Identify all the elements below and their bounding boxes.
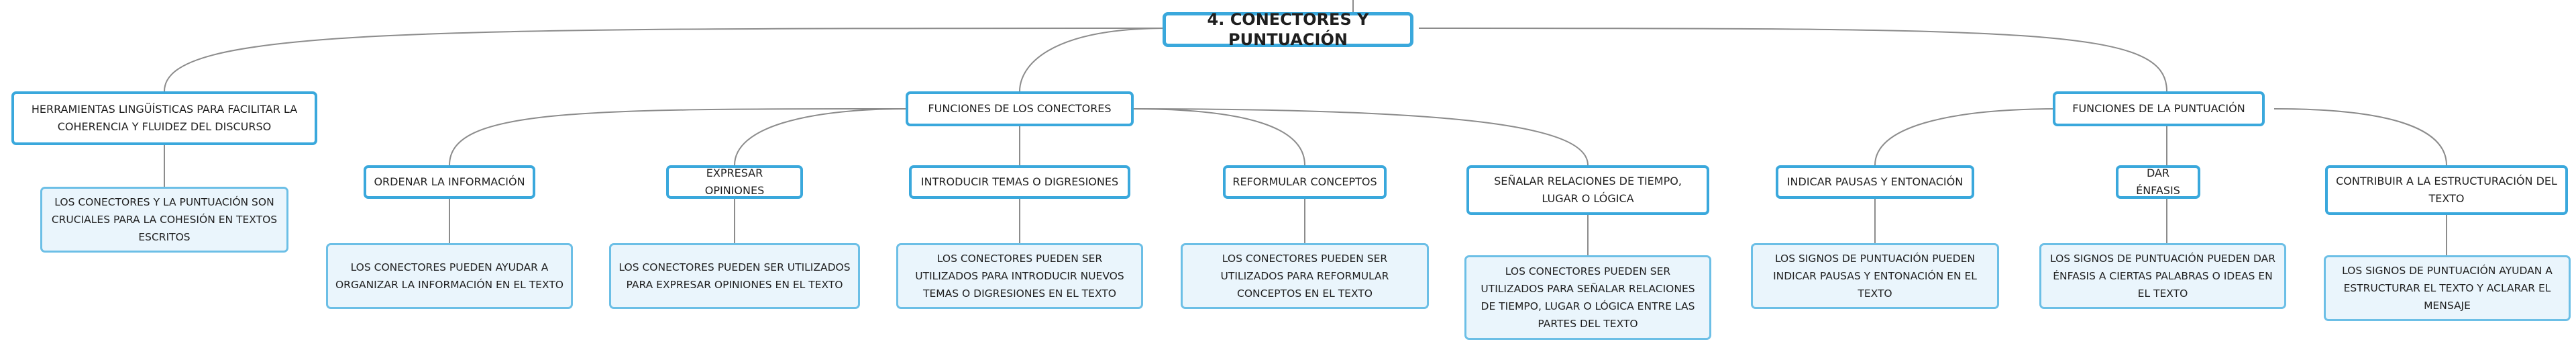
topic-dar-enfasis[interactable]: DAR ÉNFASIS — [2116, 165, 2200, 199]
detail-label: LOS CONECTORES PUEDEN SER UTILIZADOS PAR… — [619, 261, 851, 291]
connector — [1874, 108, 2060, 166]
branch-label: FUNCIONES DE LA PUNTUACIÓN — [2072, 102, 2245, 115]
detail-label: LOS SIGNOS DE PUNTUACIÓN AYUDAN A ESTRUC… — [2342, 265, 2553, 312]
connector — [1418, 28, 2167, 92]
connector — [164, 28, 1168, 92]
connector — [1130, 108, 1589, 166]
root-topic[interactable]: 4. CONECTORES Y PUNTUACIÓN — [1163, 10, 1413, 49]
topic-ordenar-informacion[interactable]: ORDENAR LA INFORMACIÓN — [364, 165, 535, 199]
detail-label: LOS SIGNOS DE PUNTUACIÓN PUEDEN DAR ÉNFA… — [2049, 253, 2275, 300]
topic-label: DAR ÉNFASIS — [2136, 167, 2180, 197]
detail-label: LOS CONECTORES PUEDEN SER UTILIZADOS PAR… — [915, 253, 1124, 300]
detail-dar-enfasis[interactable]: LOS SIGNOS DE PUNTUACIÓN PUEDEN DAR ÉNFA… — [2039, 243, 2286, 309]
detail-senalar-relaciones[interactable]: LOS CONECTORES PUEDEN SER UTILIZADOS PAR… — [1464, 255, 1711, 340]
branch-funciones-puntuacion[interactable]: FUNCIONES DE LA PUNTUACIÓN — [2053, 91, 2265, 126]
detail-herramientas[interactable]: LOS CONECTORES Y LA PUNTUACIÓN SON CRUCI… — [40, 187, 288, 253]
detail-contribuir-estructuracion[interactable]: LOS SIGNOS DE PUNTUACIÓN AYUDAN A ESTRUC… — [2324, 255, 2571, 321]
topic-label: REFORMULAR CONCEPTOS — [1232, 175, 1377, 188]
detail-introducir-temas[interactable]: LOS CONECTORES PUEDEN SER UTILIZADOS PAR… — [896, 243, 1143, 309]
branch-funciones-conectores[interactable]: FUNCIONES DE LOS CONECTORES — [906, 91, 1134, 126]
topic-indicar-pausas[interactable]: INDICAR PAUSAS Y ENTONACIÓN — [1776, 165, 1974, 199]
connector — [2273, 108, 2447, 166]
topic-label: CONTRIBUIR A LA ESTRUCTURACIÓN DEL TEXTO — [2336, 175, 2557, 205]
connector — [1019, 28, 1168, 92]
detail-reformular-conceptos[interactable]: LOS CONECTORES PUEDEN SER UTILIZADOS PAR… — [1181, 243, 1429, 309]
detail-expresar-opiniones[interactable]: LOS CONECTORES PUEDEN SER UTILIZADOS PAR… — [609, 243, 860, 309]
topic-contribuir-estructuracion[interactable]: CONTRIBUIR A LA ESTRUCTURACIÓN DEL TEXTO — [2325, 165, 2568, 215]
detail-ordenar-informacion[interactable]: LOS CONECTORES PUEDEN AYUDAR A ORGANIZAR… — [326, 243, 573, 309]
topic-label: SEÑALAR RELACIONES DE TIEMPO, LUGAR O LÓ… — [1494, 175, 1682, 205]
topic-label: INTRODUCIR TEMAS O DIGRESIONES — [920, 175, 1119, 188]
connector — [449, 108, 910, 166]
detail-label: LOS SIGNOS DE PUNTUACIÓN PUEDEN INDICAR … — [1773, 253, 1977, 300]
topic-label: INDICAR PAUSAS Y ENTONACIÓN — [1786, 175, 1964, 188]
detail-label: LOS CONECTORES PUEDEN AYUDAR A ORGANIZAR… — [335, 261, 564, 291]
detail-indicar-pausas[interactable]: LOS SIGNOS DE PUNTUACIÓN PUEDEN INDICAR … — [1751, 243, 1999, 309]
detail-label: LOS CONECTORES Y LA PUNTUACIÓN SON CRUCI… — [51, 196, 278, 243]
branch-label: HERRAMIENTAS LINGÜÍSTICAS PARA FACILITAR… — [31, 103, 298, 133]
branch-label: FUNCIONES DE LOS CONECTORES — [928, 102, 1112, 115]
branch-herramientas[interactable]: HERRAMIENTAS LINGÜÍSTICAS PARA FACILITAR… — [11, 91, 317, 145]
connector — [1130, 108, 1305, 166]
topic-label: ORDENAR LA INFORMACIÓN — [374, 175, 525, 188]
root-topic-label: 4. CONECTORES Y PUNTUACIÓN — [1207, 10, 1369, 49]
topic-label: EXPRESAR OPINIONES — [704, 167, 765, 197]
detail-label: LOS CONECTORES PUEDEN SER UTILIZADOS PAR… — [1220, 253, 1389, 300]
detail-label: LOS CONECTORES PUEDEN SER UTILIZADOS PAR… — [1481, 265, 1695, 330]
topic-expresar-opiniones[interactable]: EXPRESAR OPINIONES — [666, 165, 803, 199]
topic-introducir-temas[interactable]: INTRODUCIR TEMAS O DIGRESIONES — [909, 165, 1130, 199]
topic-senalar-relaciones[interactable]: SEÑALAR RELACIONES DE TIEMPO, LUGAR O LÓ… — [1466, 165, 1709, 215]
topic-reformular-conceptos[interactable]: REFORMULAR CONCEPTOS — [1223, 165, 1387, 199]
connector — [734, 108, 910, 166]
